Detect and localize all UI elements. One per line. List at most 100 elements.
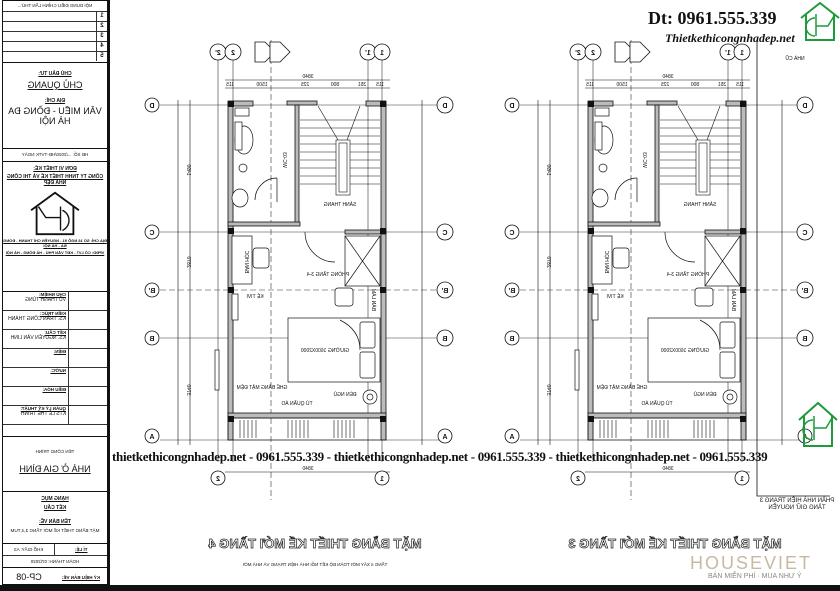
grid-label: 1 <box>740 50 744 57</box>
label-bed: GIƯỜNG 1600X2000 <box>301 347 350 354</box>
bedroom-furniture <box>574 231 741 405</box>
label-room: PHÒNG TẦNG 3-4 <box>307 271 349 278</box>
wc-fixtures <box>231 107 278 208</box>
existing-box-label: NHÀ CŨ <box>785 55 805 62</box>
room-labels: SẢNH THANG WC-03 PHÒNG TẦNG 3-4 BÀN HỌC … <box>237 152 377 407</box>
label-tv: KỆ TIVI <box>246 292 263 300</box>
wc-fixtures <box>591 107 638 208</box>
grid-label: 2' <box>575 50 581 57</box>
dim-c: 800 <box>691 82 700 88</box>
dimension-lines <box>177 79 423 473</box>
grid-label: B' <box>441 288 448 295</box>
pillow-icon <box>719 351 736 379</box>
tv-shelf-icon <box>591 293 599 321</box>
label-wardrobe: TỦ QUẦN ÁO <box>281 400 312 407</box>
staircase <box>660 105 740 196</box>
label-wc: WC-03 <box>641 152 647 168</box>
pillow-icon <box>719 321 736 349</box>
dim-b: 351 <box>358 82 367 88</box>
label-desk: BÀN HỌC <box>603 250 610 273</box>
existing-house-note: PHẦN NHÀ HIỆN TRẠNG 3 TẦNG GIỮ NGUYÊN <box>759 498 835 511</box>
grid-label: 2' <box>215 50 221 57</box>
frame-divider <box>108 0 110 585</box>
dim-v3: 3740 <box>545 384 551 395</box>
dim-f: 115 <box>226 82 234 88</box>
columns <box>228 101 386 422</box>
window-icon <box>574 349 580 391</box>
grid-label: A <box>442 434 447 441</box>
brand-tagline: BÁN MIỄN PHÍ · MUA NHƯ Ý <box>708 573 802 580</box>
dim-v1: 1490 <box>185 164 191 175</box>
grid-label: B <box>509 336 514 343</box>
plan-subtitle: TẦNG 4 XÂY MỚI TOÀN BỘ KẾT NỐI NHÀ HIỆN … <box>243 560 388 567</box>
grid-lines <box>160 40 450 500</box>
plan-title: MẶT BẰNG THIẾT KẾ MỚI TẦNG 3 <box>568 536 781 551</box>
pillow-icon <box>359 321 376 349</box>
grid-label: D <box>442 103 447 110</box>
dim-e: 1500 <box>256 82 267 88</box>
contact-phone: Dt: 0961.555.339 <box>648 8 777 28</box>
brand-name: HOUSEVIET <box>690 553 813 573</box>
balcony-railing <box>587 417 747 441</box>
grid-label: D <box>802 103 807 110</box>
existing-house-frame: NHÀ CŨ <box>756 40 830 497</box>
sink-icon <box>231 188 249 208</box>
grid-label: 1' <box>725 50 731 57</box>
dim-c: 800 <box>331 82 340 88</box>
grid-label: 2 <box>591 50 595 57</box>
grid-label: 1 <box>380 50 384 57</box>
title-block: NỘI DUNG ĐIỀU CHỈNH LẦN THỨ... 1 2 3 4 5… <box>2 0 108 585</box>
grid-label: 2 <box>231 50 235 57</box>
ottoman-icon <box>334 287 354 307</box>
floor-drain-icon <box>238 163 248 173</box>
grid-label: B' <box>801 288 808 295</box>
floor-drain-icon <box>598 163 608 173</box>
window-icon <box>214 349 220 391</box>
dim-d: 225 <box>661 82 670 88</box>
dim-v2: 2870 <box>185 256 191 267</box>
grid-label: B <box>149 336 154 343</box>
grid-label: A <box>509 434 514 441</box>
contact-website: Thietkethicongnhadep.net <box>665 31 795 45</box>
dim-a: 115 <box>376 82 384 88</box>
bedroom-furniture <box>214 231 381 405</box>
dim-e: 1500 <box>616 82 627 88</box>
grid-label: C <box>802 230 807 237</box>
frame-bottom <box>0 585 840 591</box>
grid-label: B' <box>508 288 515 295</box>
tv-shelf-icon <box>231 293 239 321</box>
label-bench: GHẾ BĂNG MẶT ĐỆM <box>597 383 648 391</box>
desk-icon <box>231 235 253 285</box>
label-stair: SẢNH THANG <box>684 201 717 208</box>
grid-bubble-labels: 2' 2 1' 1 2 1 D C B' B A D C B' B A <box>508 50 808 483</box>
dim-a: 115 <box>736 82 744 88</box>
dimension-lines <box>537 79 783 473</box>
label-desk: BÀN HỌC <box>243 250 250 273</box>
walls <box>587 100 747 441</box>
desk-icon <box>591 235 613 285</box>
dim-v1: 1490 <box>545 164 551 175</box>
label-stair: SẢNH THANG <box>324 201 357 208</box>
label-bench: GHẾ BĂNG MẶT ĐỆM <box>237 383 288 391</box>
chair-icon <box>252 247 270 269</box>
grid-label: 2 <box>576 476 580 483</box>
balcony-railing <box>227 417 387 441</box>
label-room: PHÒNG TẦNG 3-4 <box>667 271 709 278</box>
grid-bubble-labels: 2' 2 1' 1 2 1 D C B' B A D C B' B A <box>148 50 448 483</box>
grid-label: B <box>442 336 447 343</box>
grid-label: B <box>802 336 807 343</box>
label-bed: GIƯỜNG 1600X2000 <box>661 347 710 354</box>
dim-total-bottom: 3840 <box>662 466 673 472</box>
plan-title: MẶT BẰNG THIẾT KẾ MỚI TẦNG 4 <box>208 536 422 551</box>
dim-v2: 2870 <box>545 256 551 267</box>
label-wardrobe: TỦ QUẦN ÁO <box>641 400 672 407</box>
company-logo-icon <box>30 191 80 236</box>
label-wc: WC-03 <box>281 152 287 168</box>
dim-total: 3840 <box>662 74 673 80</box>
door-swing <box>304 231 336 263</box>
designer-section: ĐƠN VỊ THIẾT KẾ: CÔNG TY TNHH THIẾT KẾ V… <box>3 162 107 292</box>
label-lamp: ĐÈN NGỦ <box>693 391 716 398</box>
grid-label: 2 <box>216 476 220 483</box>
grid-label: 1' <box>365 50 371 57</box>
